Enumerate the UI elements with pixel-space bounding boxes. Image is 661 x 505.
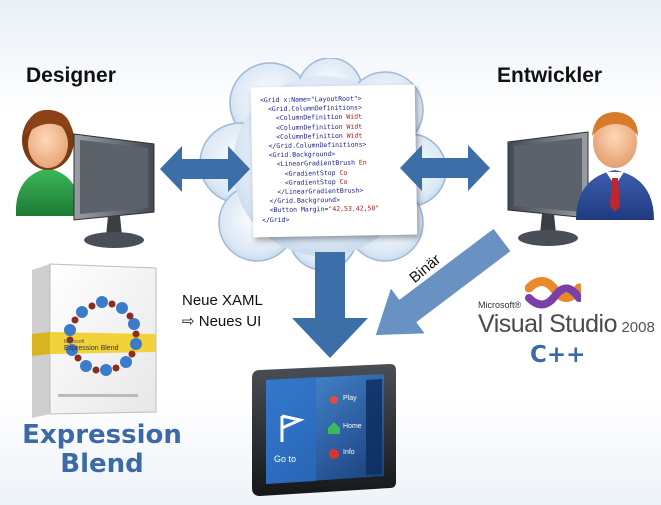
visual-studio-version: 2008 (621, 319, 655, 336)
expression-blend-box (32, 263, 157, 418)
developer-monitor-icon (507, 131, 589, 246)
expression-blend-line2: Blend (60, 449, 144, 479)
xaml-document: <Grid x:Name="LayoutRoot"> <Grid.ColumnD… (250, 84, 418, 238)
double-arrow-right-icon (400, 145, 490, 191)
device-body (252, 364, 396, 496)
visual-studio-name-text: Visual Studio (478, 310, 617, 338)
xaml-attr: Co (335, 177, 348, 186)
xaml-tag: <ColumnDefinition (260, 131, 343, 142)
new-xaml-line1: Neue XAML (182, 292, 263, 309)
xaml-tag: </Grid> (261, 215, 290, 224)
xaml-tag: </LinearGradientBrush> (261, 186, 364, 197)
double-arrow-left-icon (160, 146, 250, 192)
designer-person-icon (15, 109, 81, 216)
xaml-code: <Grid x:Name="LayoutRoot"> <Grid.ColumnD… (251, 85, 417, 226)
cpp-label: C++ (530, 342, 586, 368)
device-menu-info[interactable]: Info (343, 449, 355, 456)
developer-person-icon (576, 112, 654, 220)
xaml-tag: <ColumnDefinition (260, 122, 343, 132)
visual-studio-brand: Microsoft® (478, 300, 522, 310)
device: Go to Play Home Info (248, 362, 398, 500)
xaml-attr: Widt (342, 112, 363, 122)
xaml-attr: Co (335, 168, 348, 177)
xaml-tag: <Grid.Background> (260, 150, 336, 160)
designer-monitor-icon (73, 133, 155, 248)
xaml-tag: <GradientStop (261, 177, 336, 188)
xaml-tag: <Grid.ColumnDefinitions> (260, 103, 362, 114)
designer-label: Designer (26, 64, 116, 87)
xaml-tag: <LinearGradientBrush (260, 159, 356, 169)
xaml-tag: <Grid x:Name="LayoutRoot"> (259, 94, 362, 105)
new-xaml-line2: ⇨ Neues UI (182, 313, 262, 330)
xaml-attr: "42,53,42,50" (328, 204, 380, 214)
xaml-attr: Widt (342, 131, 363, 140)
developer-label: Entwickler (497, 64, 603, 87)
new-xaml-label: Neue XAML ⇨ Neues UI (182, 290, 263, 332)
xaml-tag: </Grid.ColumnDefinitions> (260, 140, 367, 151)
box-title-text: Expression Blend (64, 345, 119, 352)
xaml-attr: En (354, 158, 367, 168)
expression-blend-line1: Expression (22, 420, 182, 450)
xaml-attr: Widt (342, 122, 363, 131)
xaml-line: </Grid> (262, 213, 417, 225)
device-go-to[interactable]: Go to (274, 454, 297, 464)
xaml-tag: <GradientStop (261, 168, 336, 178)
device-menu-home[interactable]: Home (343, 423, 362, 430)
xaml-tag: <ColumnDefinition (260, 113, 343, 123)
expression-blend-title: Expression Blend (22, 421, 182, 479)
down-arrow-icon (292, 252, 368, 358)
visual-studio-logo-icon (525, 277, 581, 309)
xaml-tag: <Button Margin= (261, 205, 329, 215)
device-menu-play[interactable]: Play (343, 395, 357, 402)
visual-studio-name: Visual Studio 2008 (478, 310, 655, 339)
xaml-tag: </Grid.Background> (261, 196, 341, 206)
box-brand-text: Microsoft (64, 339, 85, 345)
